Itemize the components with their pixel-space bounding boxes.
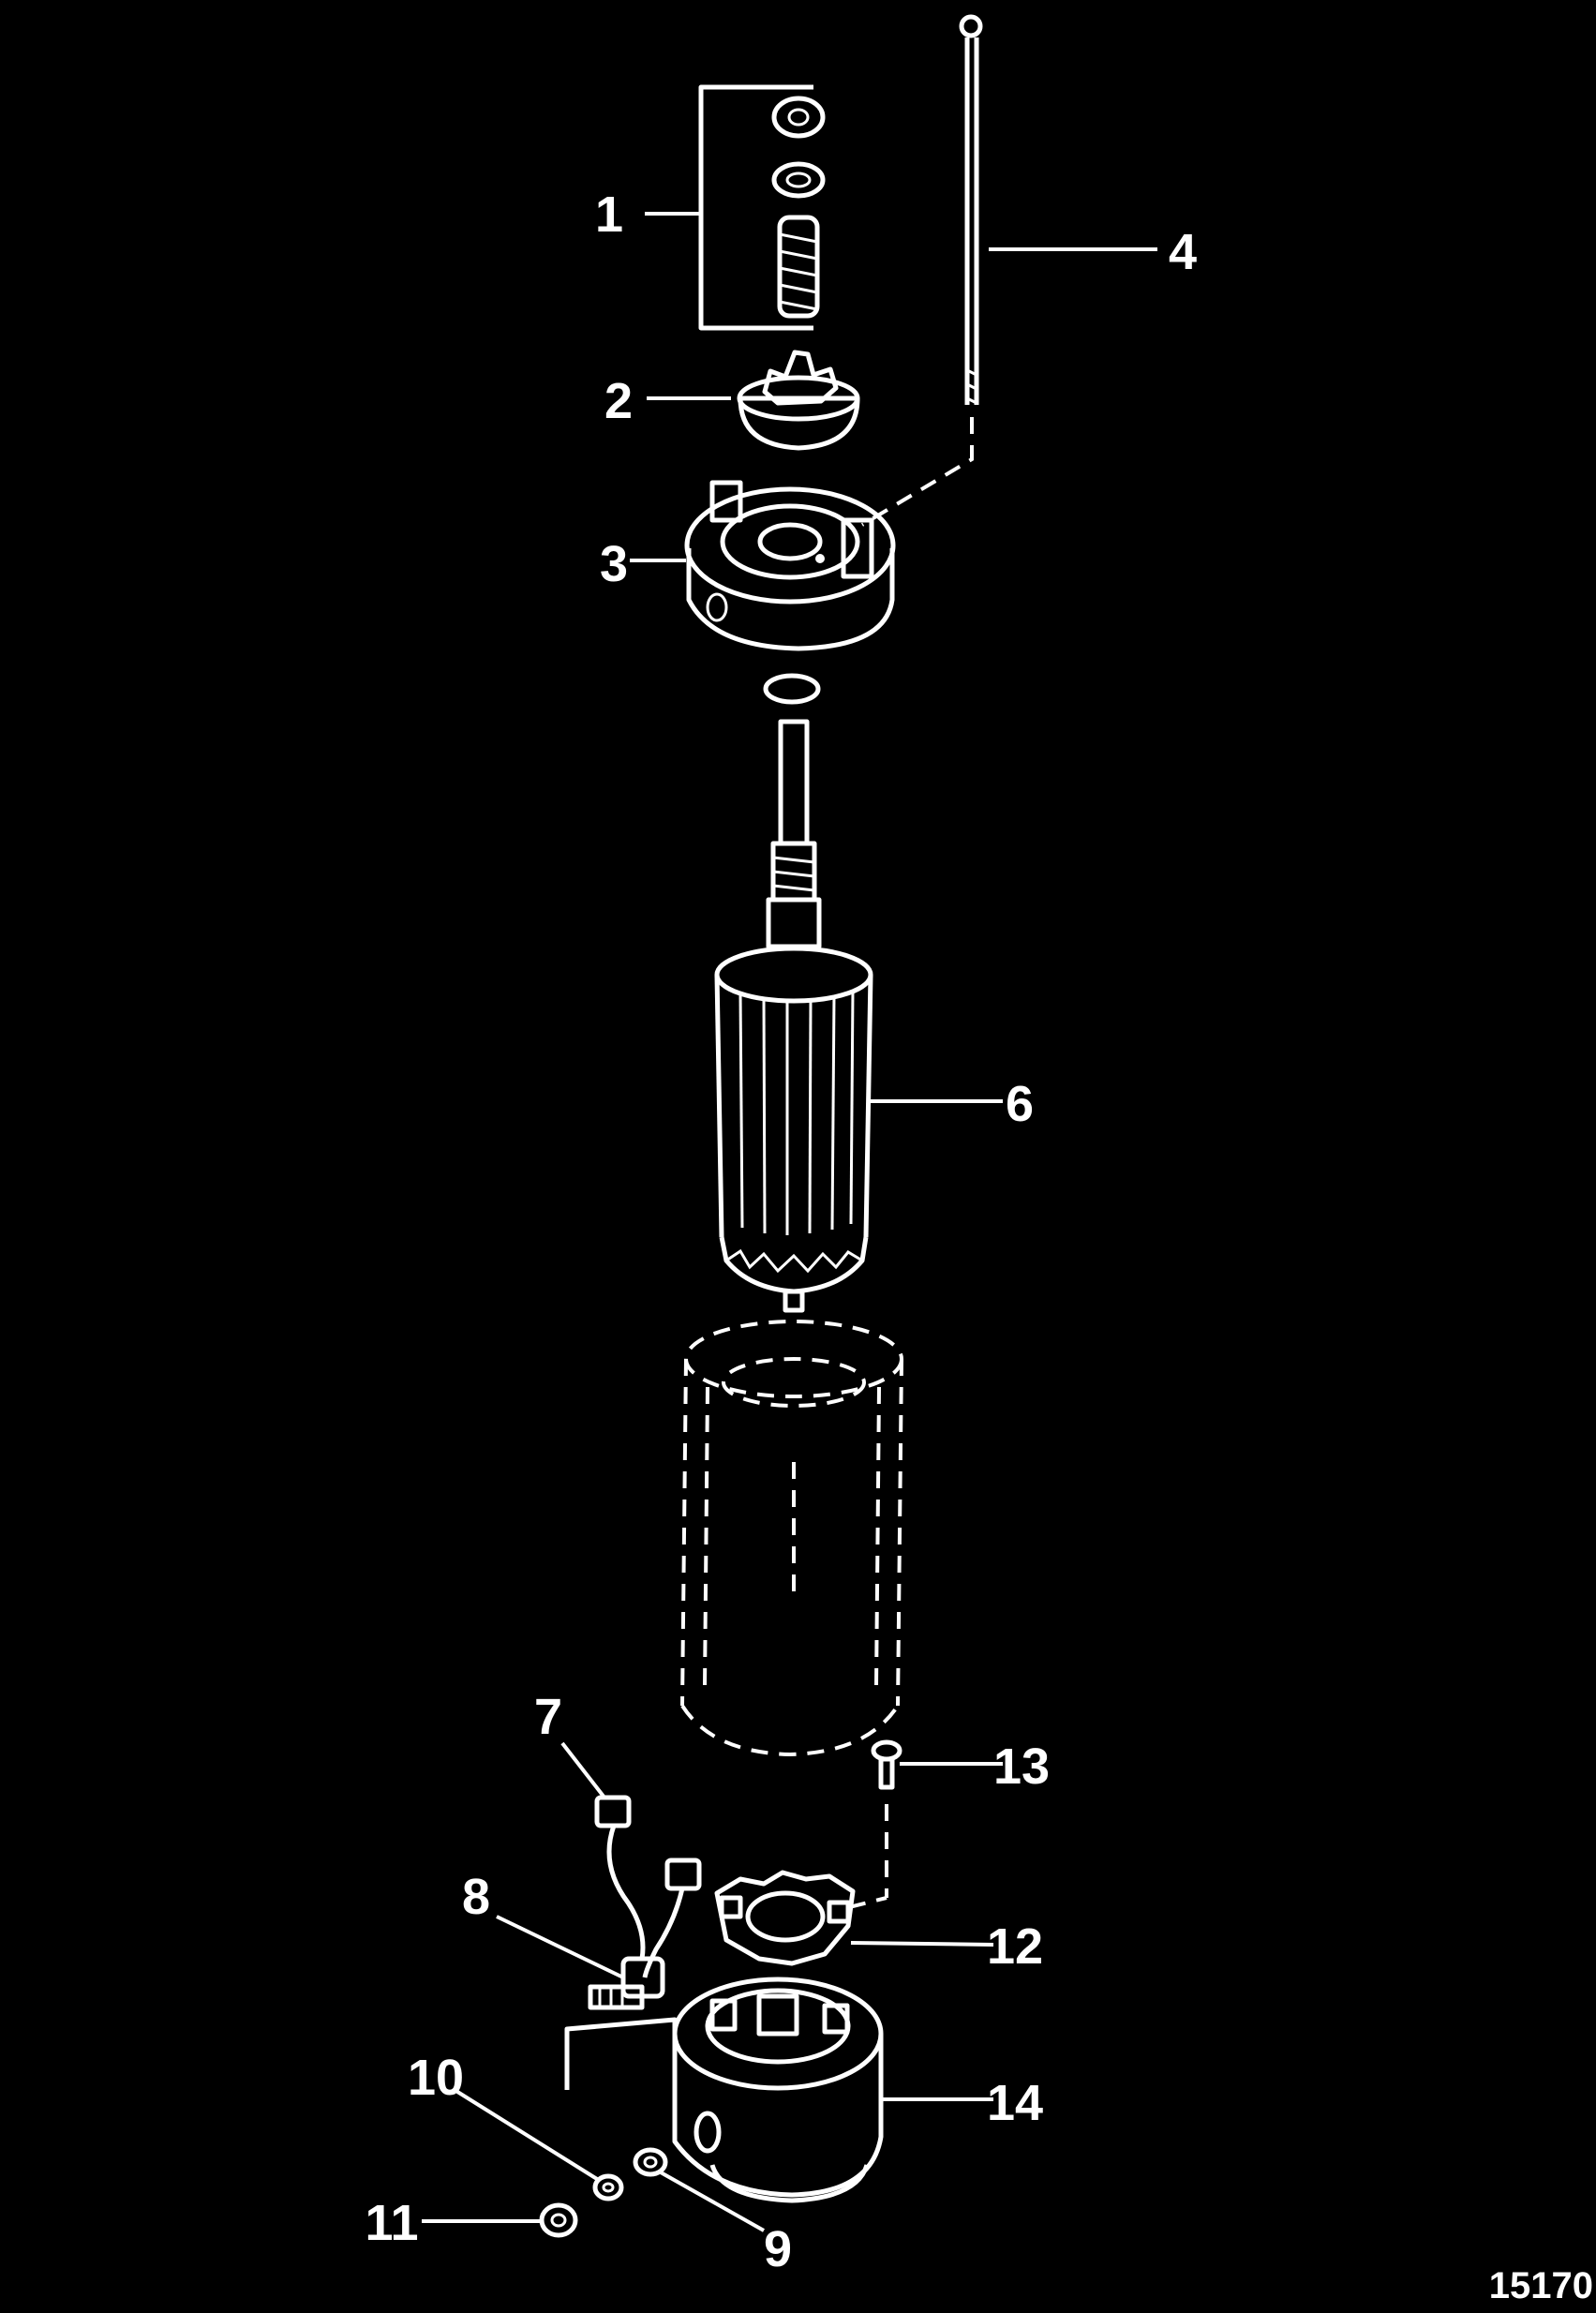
callout-8: 8 [462,1869,490,1925]
callout-6: 6 [1006,1076,1034,1132]
kit-washer [771,161,826,199]
part-4-thru-bolt [860,14,983,527]
kit-spring [777,215,820,319]
callout-1: 1 [595,187,623,243]
callout-4: 4 [1169,224,1197,280]
callout-2: 2 [604,373,633,429]
callout-9: 9 [764,2221,792,2277]
part-14-end-cap [672,1977,884,2203]
callout-7: 7 [534,1689,562,1745]
part-11-nut [539,2202,578,2238]
field-frame [680,1320,903,1757]
part-3-end-cap [684,480,896,651]
leader-lines [422,212,1157,2232]
callout-12: 12 [987,1918,1043,1975]
figure-id: 15170 [1489,2265,1593,2306]
part-1-kit [698,84,826,331]
callout-10: 10 [408,2050,464,2106]
callout-14: 14 [987,2075,1043,2131]
part-2-pinion [737,350,860,451]
callout-13: 13 [993,1738,1050,1795]
callout-11: 11 [365,2195,418,2251]
part-13-screw [871,1739,902,1898]
part-10-lockwasher [592,2173,624,2201]
part-6-armature [714,719,873,1313]
part-9-washer [633,2147,668,2177]
kit-nut [771,96,826,139]
part-12-brush-holder [714,1870,887,1966]
callout-3: 3 [600,536,628,592]
o-ring [763,673,821,705]
callout-numbers: 1 2 3 4 6 7 8 9 10 11 12 13 14 [365,187,1197,2277]
